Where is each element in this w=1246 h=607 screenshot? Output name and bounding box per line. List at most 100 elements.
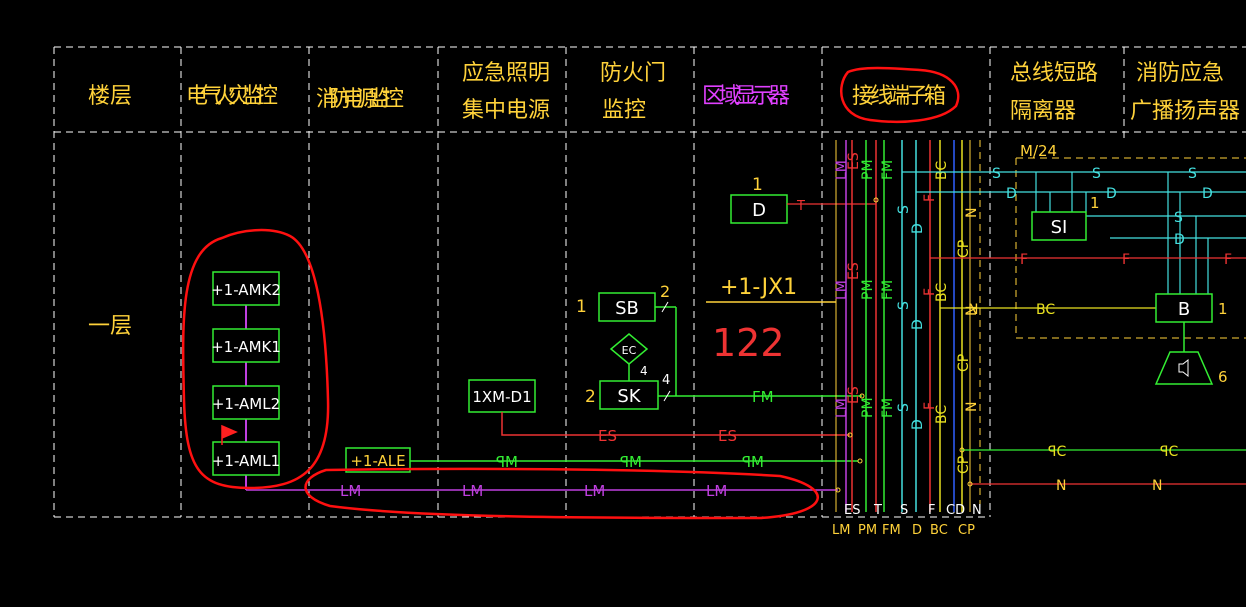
bus-fm-1: FM [880, 160, 896, 180]
pm-label-1: ꟼM [496, 453, 518, 471]
bus-bottom2-bc: BC [930, 523, 948, 538]
bus-s-2: S [896, 301, 912, 310]
module-aml2 [212, 385, 280, 420]
b-count: 1 [1218, 300, 1228, 318]
bus-cp-2: CP [956, 354, 972, 372]
module-si [1031, 211, 1087, 241]
bus-bottom2-fm: FM [882, 523, 901, 538]
ec-count: 4 [640, 364, 648, 378]
bus-n-3: N [964, 402, 980, 412]
bus-cp-1: CP [956, 240, 972, 258]
bus-s-1: S [896, 205, 912, 214]
header-isolator-1: 总线短路 [1010, 61, 1098, 86]
bus-cp-3: CP [956, 456, 972, 474]
fire-door-group: 1 SB 2 EC 4 2 SK 4 FM [576, 282, 862, 410]
bus-d-2: D [910, 319, 926, 330]
bus-bottom-t: T [873, 503, 882, 518]
bus-d-1: D [910, 223, 926, 234]
bus-n-1: N [964, 208, 980, 218]
module-amk1 [212, 328, 280, 363]
header-floor: 楼层 [88, 84, 132, 109]
bus-fm-3: FM [880, 398, 896, 418]
bus-f-3: F [922, 402, 938, 410]
module-sb [598, 292, 656, 322]
bus-lm-1: LM [834, 160, 850, 180]
iso-cp-1: ꟼC [1048, 444, 1066, 460]
header-fire-door-2: 监控 [602, 98, 646, 123]
module-b-label: B [1178, 299, 1190, 320]
bus-bottom2-cp: CP [958, 523, 975, 538]
iso-f-3: F [1224, 252, 1232, 268]
bus-pm-2: PM [860, 279, 876, 300]
t-label-d: T [796, 199, 805, 214]
sb-count: 1 [576, 297, 587, 317]
fire-monitor-modules: +1-AMK2 +1-AMK1 +1-AML2 +1-AML1 [211, 271, 281, 490]
jx1-label: +1-JX1 [720, 275, 797, 300]
bus-bc-3: BC [934, 405, 950, 424]
iso-f-1: F [1020, 252, 1028, 268]
module-amk2-label: +1-AMK2 [211, 281, 281, 299]
module-sk [599, 380, 659, 410]
iso-d-3: D [1202, 186, 1213, 202]
module-ale-label: +1-ALE [350, 452, 405, 470]
es-label-2: ES [718, 427, 737, 445]
bus-n-2: N [964, 306, 980, 316]
speaker-icon [1154, 351, 1214, 385]
bus-bc-1: BC [934, 161, 950, 180]
pm-label-3: ꟼM [742, 453, 764, 471]
bus-fm-2: FM [880, 280, 896, 300]
zone-display-group: 1 D T +1-JX1 122 [706, 175, 876, 365]
sk-mark: 4 [662, 373, 670, 388]
header-fire-monitor: 电气火灾监控 [186, 84, 278, 109]
m24-label: M/24 [1020, 142, 1057, 160]
bus-f-2: F [922, 288, 938, 296]
bus-pm-3: PM [860, 397, 876, 418]
floor-label: 一层 [88, 314, 132, 339]
flag-icon [221, 424, 238, 445]
bus-bottom2-d: D [912, 523, 922, 538]
lm-label-1: LM [340, 482, 361, 500]
annotation-circle-terminal [840, 66, 960, 124]
sb-mark: 2 [660, 282, 670, 301]
iso-s-2: S [1092, 166, 1101, 182]
module-amk1-label: +1-AMK1 [211, 338, 281, 356]
pm-label-2: ꟼM [620, 453, 642, 471]
bus-bottom-cd: CD [946, 503, 965, 518]
iso-d-4: D [1174, 232, 1185, 248]
iso-s-3: S [1188, 166, 1197, 182]
annotation-circle-modules [181, 228, 330, 490]
lm-label-2: LM [462, 482, 483, 500]
lm-label-3: LM [584, 482, 605, 500]
header-fire-door-1: 防火门 [600, 61, 666, 86]
bus-s-3: S [896, 403, 912, 412]
d-count: 1 [752, 175, 763, 195]
header-terminal-box: 接线端子箱 [852, 84, 946, 109]
module-d-label: D [752, 200, 766, 221]
bus-bottom-es: ES [844, 503, 860, 518]
bus-d-3: D [910, 419, 926, 430]
module-sk-label: SK [617, 386, 641, 407]
iso-s-1: S [992, 166, 1001, 182]
speaker-count: 6 [1218, 368, 1228, 386]
bus-lm-3: LM [834, 398, 850, 418]
es-label-1: ES [598, 427, 617, 445]
bus-bottom2-lm: LM [832, 523, 850, 538]
module-aml1 [212, 441, 280, 476]
iso-n: N [968, 302, 978, 318]
header-emergency-light-1: 应急照明 [462, 61, 550, 86]
bus-bottom-s: S [900, 503, 908, 518]
iso-s-4: S [1174, 210, 1183, 226]
ec-label: EC [622, 344, 637, 357]
bus-bottom-f: F [928, 503, 935, 518]
column-headers: 楼层 电气火灾监控 消防电源监控 应急照明 集中电源 防火门 监控 区域显示器 … [88, 61, 1240, 124]
fm-label: FM [752, 388, 774, 406]
bus-pm-1: PM [860, 159, 876, 180]
module-aml1-label: +1-AML1 [212, 452, 280, 470]
bus-bottom2-pm: PM [858, 523, 877, 538]
module-d [730, 194, 788, 224]
terminal-bus: LM ES PM FM S D F BC N CP LM ES PM FM S … [832, 140, 982, 538]
isolator-broadcast: M/24 S S S D D D S D SI 1 F F F N BC [902, 142, 1246, 494]
iso-n-2: N [1056, 478, 1066, 494]
bus-es-1: ES [846, 152, 862, 170]
